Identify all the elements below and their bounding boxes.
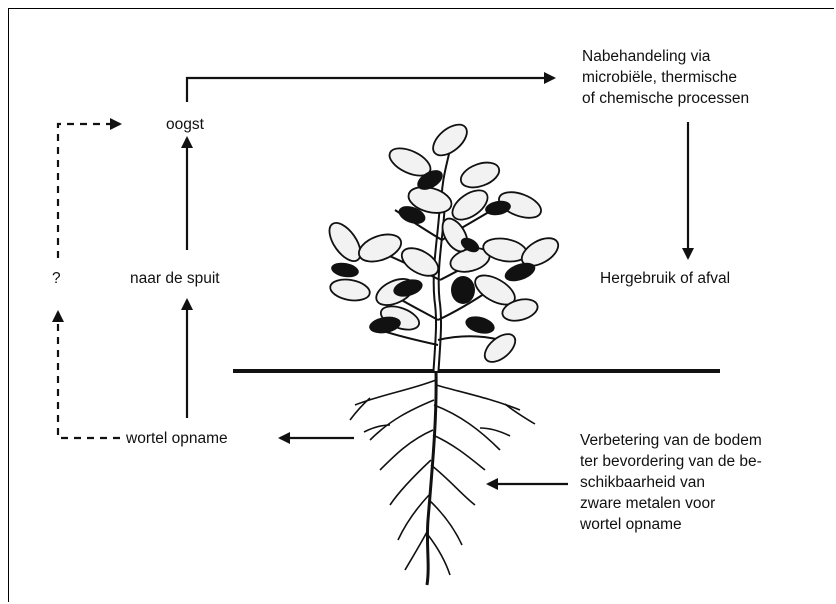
- dashed-arrow-question-to-oogst: [58, 124, 120, 258]
- label-naar-de-spuit: naar de spuit: [130, 268, 220, 289]
- label-oogst: oogst: [166, 114, 204, 135]
- arrow-oogst-to-nabehandeling: [187, 78, 554, 102]
- label-nabehandeling: Nabehandeling via microbiële, thermische…: [582, 46, 749, 109]
- plant-illustration: [323, 119, 562, 585]
- label-hergebruik: Hergebruik of afval: [600, 268, 730, 289]
- dashed-arrow-to-question: [58, 312, 120, 438]
- label-wortel-opname: wortel opname: [126, 428, 228, 449]
- label-question: ?: [52, 268, 61, 289]
- label-verbetering: Verbetering van de bodem ter bevordering…: [580, 430, 762, 535]
